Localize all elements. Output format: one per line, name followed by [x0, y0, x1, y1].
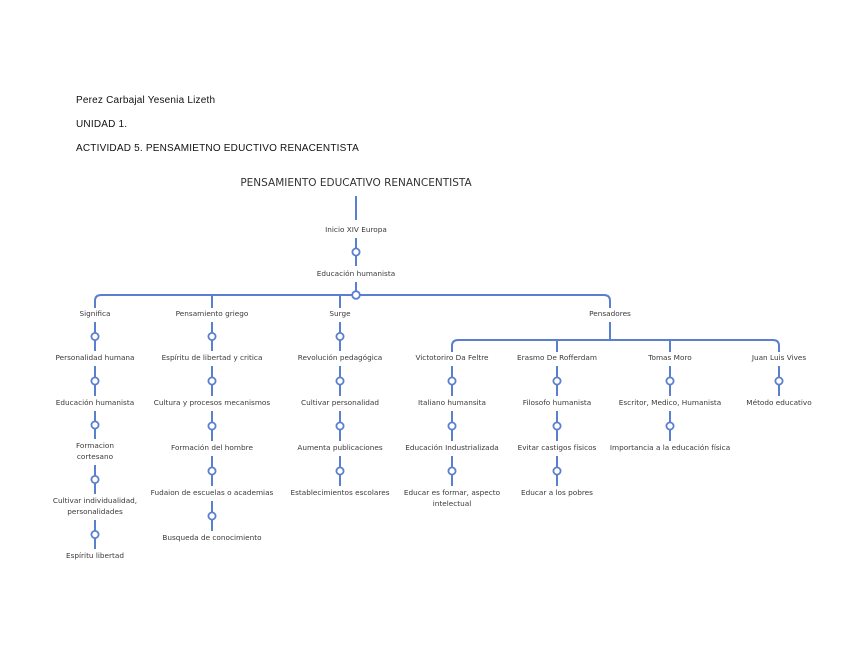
- activity-title: ACTIVIDAD 5. PENSAMIETNO EDUCTIVO RENACE…: [76, 143, 359, 154]
- connector-node: [552, 421, 562, 431]
- author-name: Perez Carbajal Yesenia Lizeth: [76, 95, 216, 106]
- thinker-item-label: Educación Industrializada: [405, 443, 498, 452]
- thinker-label: Tomas Moro: [647, 353, 692, 362]
- connector-node: [447, 376, 457, 386]
- branch-item-label: Formación del hombre: [171, 443, 253, 452]
- connector-node: [552, 376, 562, 386]
- connector-node: [90, 331, 100, 341]
- branch-item-label: Busqueda de conocimiento: [162, 533, 262, 542]
- branch-item-label: Cultivar personalidad: [301, 398, 379, 407]
- connector-node: [207, 421, 217, 431]
- root-node-label: Educación humanista: [317, 269, 395, 278]
- connector-node: [90, 376, 100, 386]
- hub-node: [351, 290, 361, 300]
- diagram-title: PENSAMIENTO EDUCATIVO RENANCENTISTA: [240, 177, 472, 189]
- connector-node: [207, 511, 217, 521]
- connector-node: [207, 376, 217, 386]
- connector-node: [90, 420, 100, 430]
- unit-label: UNIDAD 1.: [76, 119, 128, 130]
- connector-node: [207, 466, 217, 476]
- branch-item-label: Aumenta publicaciones: [297, 443, 383, 452]
- branch-label: Pensamiento griego: [176, 309, 249, 318]
- connector-node: [351, 247, 361, 257]
- thinker-item-label: Importancia a la educación física: [610, 443, 730, 452]
- connector-node: [335, 466, 345, 476]
- thinker-label: Victotoriro Da Feltre: [415, 353, 489, 362]
- connector-node: [90, 474, 100, 484]
- branch-label: Surge: [329, 309, 351, 318]
- branch-item-label: Espíritu libertad: [66, 551, 124, 560]
- thinker-item-label: Método educativo: [746, 398, 812, 407]
- connector-node: [335, 376, 345, 386]
- connector-node: [207, 331, 217, 341]
- connector-node: [774, 376, 784, 386]
- branch-item-label: Cultivar individualidad,personalidades: [53, 496, 137, 516]
- branch-item-label: Revolución pedagógica: [298, 353, 383, 362]
- thinker-item-label: Educar a los pobres: [521, 488, 593, 497]
- thinker-label: Erasmo De Rofferdam: [517, 353, 597, 362]
- connector-node: [447, 466, 457, 476]
- branch-item-label: Cultura y procesos mecanismos: [154, 398, 271, 407]
- thinker-item-label: Filosofo humanista: [523, 398, 591, 407]
- thinker-label: Juan Luis Vives: [751, 353, 807, 362]
- connector-node: [552, 466, 562, 476]
- connector-node: [665, 421, 675, 431]
- connector-node: [335, 331, 345, 341]
- branch-item-label: Fudaion de escuelas o academias: [151, 488, 274, 497]
- root-node-label: Inicio XIV Europa: [325, 225, 387, 234]
- branch-item-label: Espíritu de libertad y critica: [162, 353, 263, 362]
- thinker-item-label: Italiano humansita: [418, 398, 486, 407]
- branch-label: Significa: [79, 309, 110, 318]
- connector-node: [447, 421, 457, 431]
- branch-item-label: Educación humanista: [56, 398, 134, 407]
- connector-node: [665, 376, 675, 386]
- connector-line: [451, 339, 780, 352]
- branch-item-label: Personalidad humana: [55, 353, 134, 362]
- thinker-item-label: Evitar castigos físicos: [518, 443, 597, 452]
- branch-label: Pensadores: [589, 309, 631, 318]
- connector-node: [90, 530, 100, 540]
- thinker-item-label: Escritor, Medico, Humanista: [619, 398, 721, 407]
- branch-item-label: Establecimientos escolares: [290, 488, 389, 497]
- connector-node: [335, 421, 345, 431]
